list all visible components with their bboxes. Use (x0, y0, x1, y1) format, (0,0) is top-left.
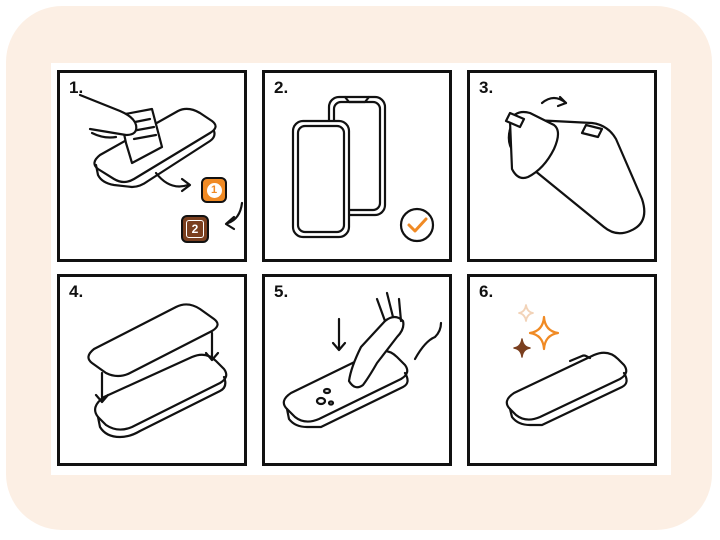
protector-compare-illustration (291, 95, 435, 243)
step-panel-5: 5. (262, 274, 452, 466)
arrow-to-badge-2 (226, 201, 244, 225)
finger-motion-lines (375, 291, 403, 323)
align-arrow-right (204, 331, 220, 362)
phone-edge (285, 371, 409, 429)
bubble-1 (322, 387, 332, 395)
sparkle-small-light (518, 304, 534, 322)
peel-arrow-head (556, 95, 568, 108)
phone-edge (508, 371, 628, 427)
dry-wipe-badge: 2 (181, 215, 209, 243)
check-badge (399, 207, 435, 243)
phone-body (505, 351, 628, 421)
wipe-screen-illustration (78, 93, 244, 231)
align-arrow-left (94, 371, 110, 404)
sparkle-small-dark (513, 338, 531, 358)
step-number-5: 5. (274, 282, 289, 301)
press-finger-icon (347, 315, 405, 389)
wet-wipe-badge: 1 (201, 177, 227, 203)
pull-tab-right (580, 123, 604, 139)
step-number-3: 3. (479, 78, 494, 97)
second-hand (413, 321, 443, 361)
hand-finger (90, 131, 118, 139)
floating-protector (87, 303, 219, 378)
press-bubbles-illustration (282, 291, 443, 429)
wet-wipe-badge-label: 1 (206, 182, 222, 198)
step-panel-6: 6. (467, 274, 657, 466)
finished-illustration (505, 304, 628, 427)
step-panel-3: 3. (467, 70, 657, 262)
protector-front (291, 119, 351, 239)
bubble-2 (315, 396, 327, 406)
press-arrow (331, 317, 347, 352)
bubble-3 (327, 400, 335, 406)
step-panel-2: 2. (262, 70, 452, 262)
arrow-head-1 (180, 177, 192, 193)
step-panel-4: 4. (57, 274, 247, 466)
peel-film-icon (508, 110, 560, 180)
phone-speaker (568, 354, 592, 363)
peel-film-illustration (504, 95, 646, 235)
phone-edge (96, 375, 227, 439)
arrow-to-badge-1 (154, 171, 190, 188)
check-icon (407, 217, 428, 233)
wiping-hand-icon (78, 93, 138, 137)
align-protector-illustration (87, 303, 228, 439)
pull-tab-left (504, 111, 526, 129)
arrow-head-2 (224, 215, 236, 231)
sparkle-icon (528, 315, 560, 351)
protector-back-notch (343, 95, 371, 104)
step-number-2: 2. (274, 78, 289, 97)
step-number-1: 1. (69, 78, 84, 97)
step-number-6: 6. (479, 282, 494, 301)
protector-front-inner (296, 124, 346, 234)
phone-body (282, 349, 409, 423)
dry-wipe-badge-label: 2 (186, 220, 204, 238)
phone-edge (94, 129, 216, 189)
step-number-4: 4. (69, 282, 84, 301)
step-panel-1: 1. 1 2 (57, 70, 247, 262)
